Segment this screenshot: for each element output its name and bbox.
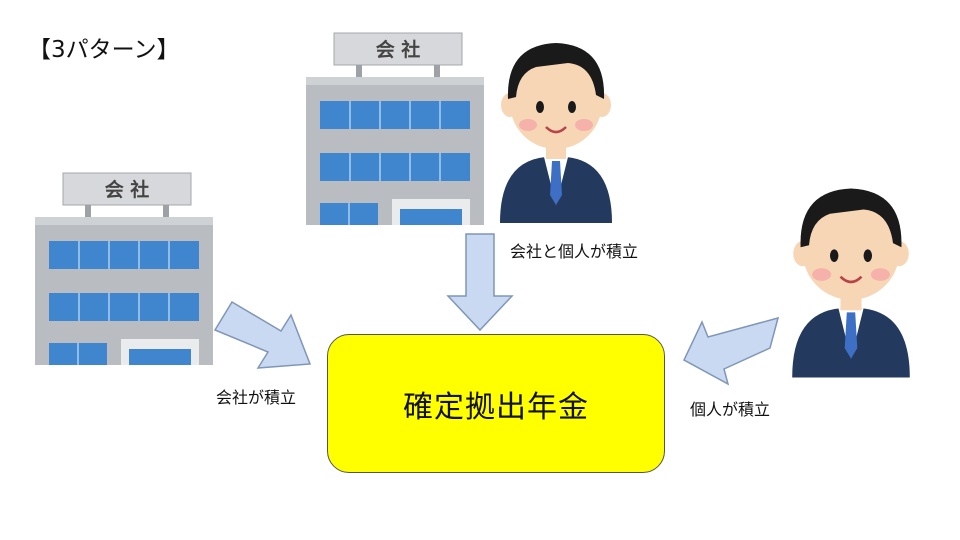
- page-title: 【3パターン】: [28, 37, 180, 63]
- label-individual: 個人が積立: [690, 400, 771, 419]
- businessman-icon: [790, 187, 912, 379]
- building-sign: 会 社: [105, 178, 150, 201]
- defined-contribution-label: 確定拠出年金: [403, 389, 589, 425]
- defined-contribution-box: 確定拠出年金: [327, 334, 665, 473]
- label-company: 会社が積立: [216, 388, 297, 407]
- arrow-icon: [683, 316, 780, 386]
- arrow-icon: [446, 233, 514, 332]
- company-building-icon: 会 社: [34, 172, 214, 366]
- company-building-icon: 会 社: [305, 32, 485, 226]
- businessman-icon: [498, 41, 614, 225]
- arrow-icon: [213, 300, 312, 369]
- label-company-and-individual: 会社と個人が積立: [510, 242, 639, 261]
- building-sign: 会 社: [376, 38, 421, 61]
